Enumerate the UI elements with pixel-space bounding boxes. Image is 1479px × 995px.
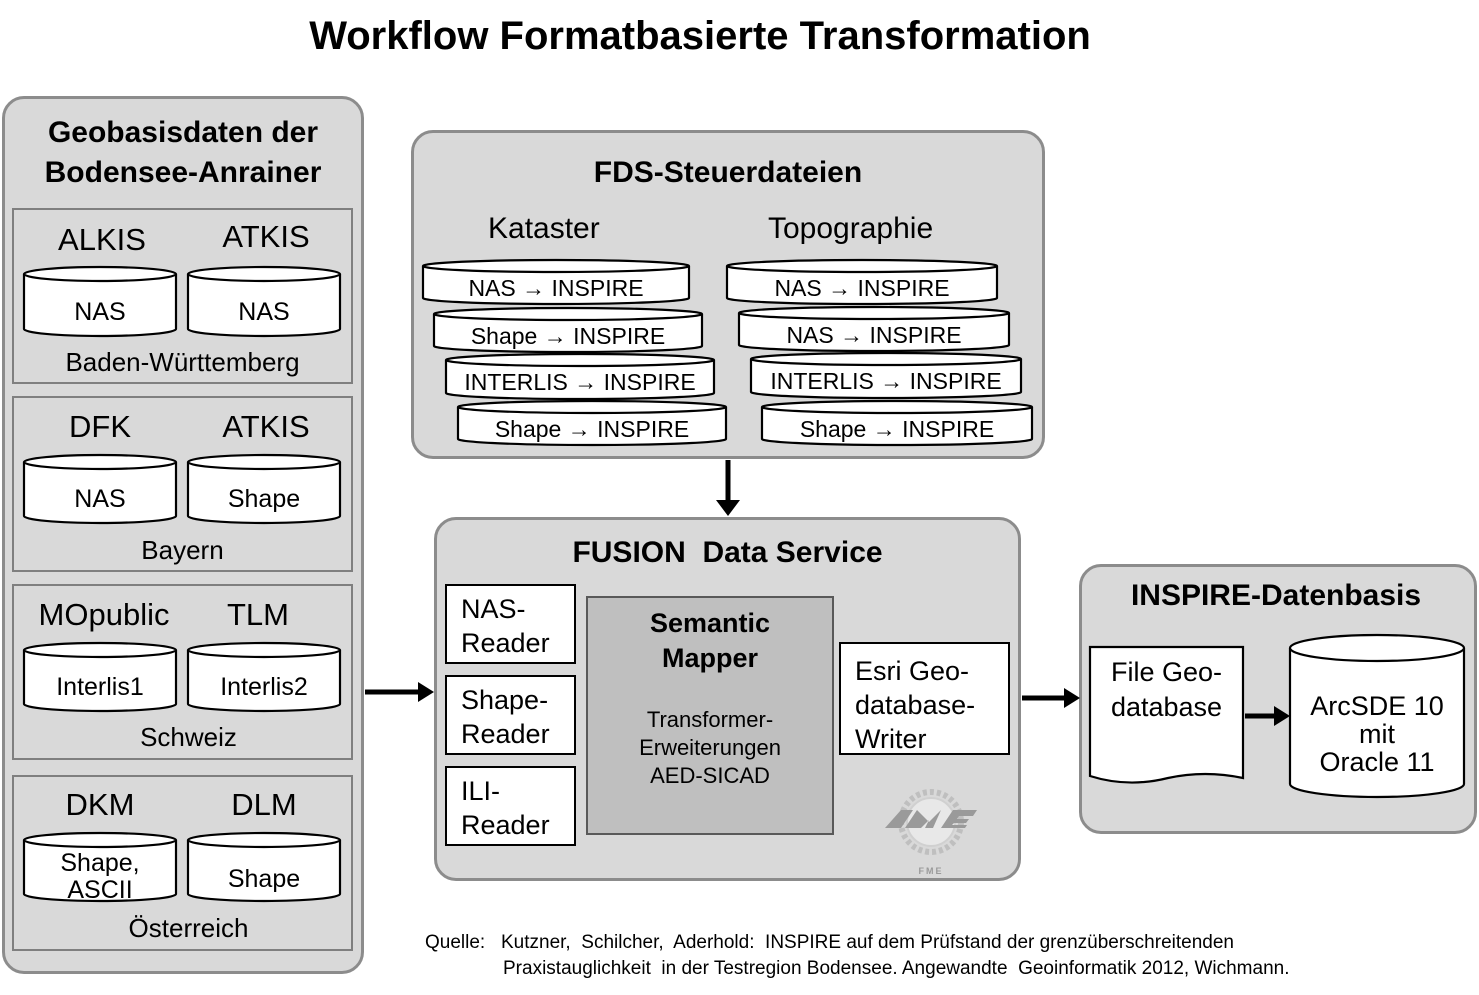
nas-reader-box: NAS- Reader: [445, 584, 576, 664]
source-label: Quelle:: [425, 932, 486, 953]
fds-heading: FDS-Steuerdateien: [593, 156, 863, 189]
file-geodatabase-line1: File Geo-: [1110, 657, 1223, 687]
file-geodatabase-line2: database: [1110, 692, 1223, 722]
format-tlm: Interlis2: [220, 673, 308, 701]
arcsde-text: ArcSDE 10 mit Oracle 11: [1290, 692, 1464, 776]
topographie-file-4: Shape → INSPIRE: [799, 416, 995, 442]
semantic-mapper-title: Semantic Mapper: [586, 606, 834, 676]
label-dkm: DKM: [65, 787, 135, 822]
kataster-file-1: NAS → INSPIRE: [468, 275, 644, 301]
region-baden-wuerttemberg: Baden-Württemberg: [65, 347, 300, 377]
ili-reader-line2: Reader: [461, 810, 550, 840]
topographie-label: Topographie: [768, 212, 934, 245]
topographie-file-3: INTERLIS → INSPIRE: [770, 368, 1002, 394]
file-geodatabase-shape: [1088, 645, 1245, 784]
format-mopublic: Interlis1: [56, 673, 144, 701]
source-line2: Praxistauglichkeit in der Testregion Bod…: [503, 958, 1290, 979]
region-bayern: Bayern: [141, 535, 224, 565]
semantic-mapper-box: [586, 596, 834, 835]
esri-writer-box: Esri Geo- database- Writer: [839, 642, 1010, 755]
cylinder-alkis: [22, 274, 178, 338]
topographie-file-1: NAS → INSPIRE: [774, 275, 950, 301]
transformer-line2: Erweiterungen: [639, 735, 781, 760]
format-dkm-line1: Shape,: [60, 849, 140, 877]
ili-reader-line1: ILI-: [461, 776, 501, 806]
kataster-file-3: INTERLIS → INSPIRE: [464, 369, 696, 395]
page-title: Workflow Formatbasierte Transformation: [309, 14, 1091, 58]
kataster-file-4: Shape → INSPIRE: [494, 416, 690, 442]
file-geodatabase-text: File Geo- database: [1090, 655, 1243, 725]
fme-logo-text: FME: [918, 866, 944, 876]
label-dfk: DFK: [69, 409, 131, 444]
nas-reader-line1: NAS-: [461, 594, 526, 624]
topographie-file-2: NAS → INSPIRE: [786, 322, 962, 348]
cylinder-tlm: [186, 650, 342, 713]
transformer-line1: Transformer-: [646, 707, 774, 732]
esri-writer-line1: Esri Geo-: [855, 656, 970, 686]
format-dfk: NAS: [74, 485, 126, 513]
geobasisdaten-heading-line1: Geobasisdaten der: [47, 116, 319, 149]
kataster-file-2: Shape → INSPIRE: [470, 323, 666, 349]
shape-reader-line1: Shape-: [461, 685, 549, 715]
esri-writer-line3: Writer: [855, 724, 927, 754]
region-oesterreich: Österreich: [128, 913, 249, 943]
geobasisdaten-heading: Geobasisdaten der Bodensee-Anrainer: [2, 113, 364, 193]
label-tlm: TLM: [227, 597, 289, 632]
nas-reader-line2: Reader: [461, 628, 550, 658]
format-dkm: Shape, ASCII: [24, 850, 176, 904]
fme-gear-icon: [885, 789, 977, 855]
arcsde-cylinder: [1288, 648, 1466, 799]
label-mopublic: MOpublic: [38, 597, 170, 632]
cylinder-mopublic: [22, 650, 178, 713]
esri-writer-line2: database-: [855, 690, 976, 720]
region-schweiz: Schweiz: [140, 722, 237, 752]
transformer-extensions-text: Transformer- Erweiterungen AED-SICAD: [598, 706, 822, 790]
cylinder-atkis-bw: [186, 274, 342, 338]
inspire-heading: INSPIRE-Datenbasis: [1130, 579, 1422, 612]
format-atkis-bw: NAS: [238, 298, 290, 326]
kataster-label: Kataster: [488, 212, 600, 245]
shape-reader-line2: Reader: [461, 719, 550, 749]
geobasisdaten-heading-line2: Bodensee-Anrainer: [44, 156, 322, 189]
cylinder-atkis-by: [186, 462, 342, 525]
semantic-mapper-line1: Semantic: [649, 608, 771, 638]
label-atkis-bw: ATKIS: [222, 219, 310, 254]
source-line1: Kutzner, Schilcher, Aderhold: INSPIRE au…: [501, 932, 1234, 953]
cylinder-dlm: [186, 840, 342, 903]
label-dlm: DLM: [231, 787, 297, 822]
format-dkm-line2: ASCII: [67, 876, 133, 904]
format-atkis-by: Shape: [227, 485, 301, 513]
label-atkis-by: ATKIS: [222, 409, 310, 444]
arcsde-line3: Oracle 11: [1319, 747, 1435, 777]
arcsde-line1: ArcSDE 10: [1310, 691, 1444, 721]
label-alkis: ALKIS: [58, 222, 146, 257]
semantic-mapper-line2: Mapper: [661, 643, 759, 673]
format-alkis: NAS: [74, 298, 126, 326]
cylinder-alkis-top: [22, 265, 178, 283]
cylinder-dfk: [22, 462, 178, 525]
format-dlm: Shape: [227, 865, 301, 893]
arcsde-line2: mit: [1359, 719, 1395, 749]
shape-reader-box: Shape- Reader: [445, 675, 576, 755]
cylinder-dkm: [22, 840, 178, 903]
ili-reader-box: ILI- Reader: [445, 766, 576, 846]
transformer-line3: AED-SICAD: [650, 763, 770, 788]
fusion-heading: FUSION Data Service: [572, 536, 883, 569]
